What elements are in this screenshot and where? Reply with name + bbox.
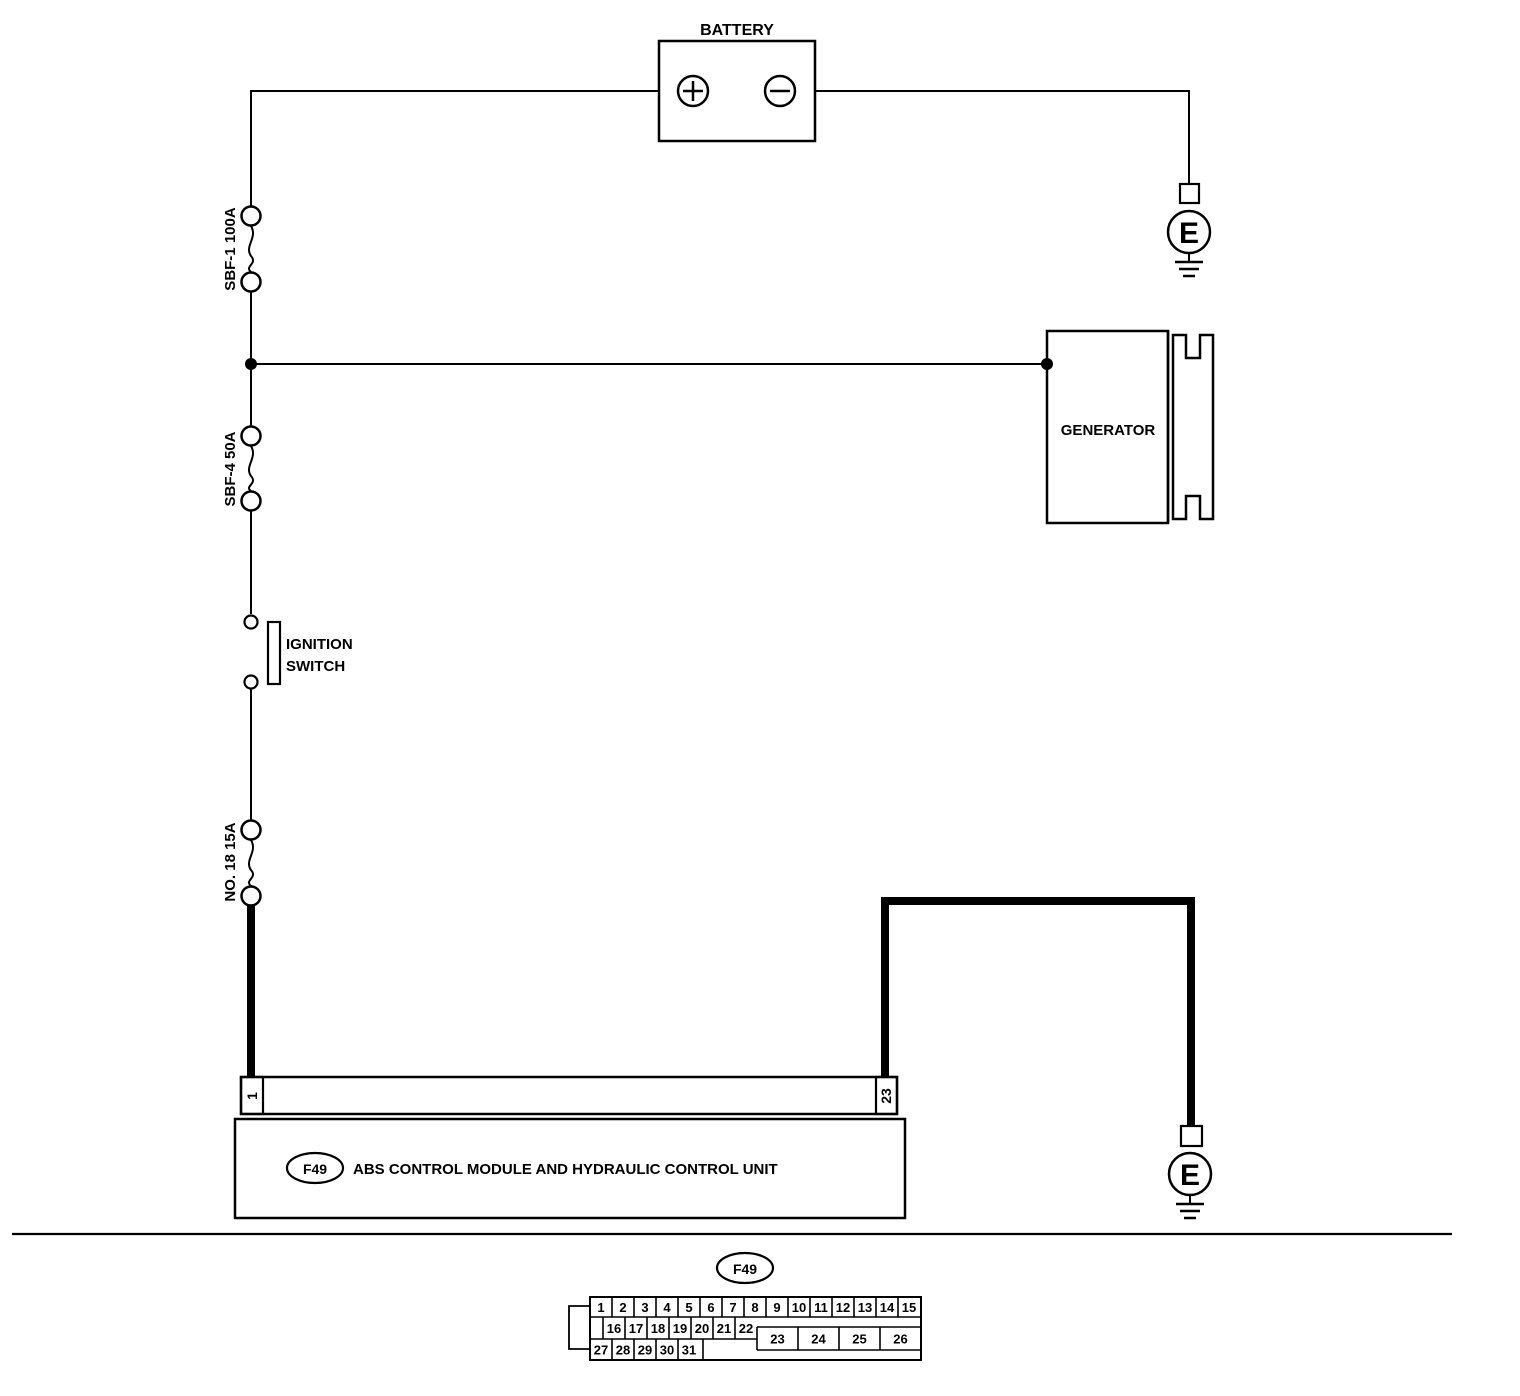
abs-control-module: 1 23 F49 ABS CONTROL MODULE AND HYDRAULI… xyxy=(233,1075,907,1220)
module-pin-1: 1 xyxy=(244,1092,260,1100)
highlighted-wires xyxy=(247,897,1195,1126)
connector-pin-17: 17 xyxy=(629,1321,643,1336)
connector-pin-5: 5 xyxy=(685,1300,692,1315)
ignition-switch-label-line1: IGNITION xyxy=(286,636,353,653)
fuse-sbf-4: SBF-4 50A xyxy=(222,425,262,512)
connector-pin-26: 26 xyxy=(893,1332,907,1347)
fuse-element-icon xyxy=(248,445,254,492)
module-connector-badge xyxy=(285,1151,345,1185)
connector-pin-10: 10 xyxy=(792,1300,806,1315)
connector-pin-28: 28 xyxy=(616,1343,630,1358)
generator-pulley-icon xyxy=(1171,333,1215,521)
connector-pin-14: 14 xyxy=(880,1300,895,1315)
connector-pin-19: 19 xyxy=(673,1321,687,1336)
ground-icon-label: E xyxy=(1180,1159,1200,1192)
generator-label: GENERATOR xyxy=(1061,422,1156,439)
connector-pin-7: 7 xyxy=(729,1300,736,1315)
battery-label: BATTERY xyxy=(700,22,774,39)
ignition-switch-label-line2: SWITCH xyxy=(286,658,345,675)
connector-pin-31: 31 xyxy=(682,1343,696,1358)
ignition-switch: IGNITION SWITCH xyxy=(243,614,353,690)
battery: BATTERY xyxy=(657,22,817,143)
module-name: ABS CONTROL MODULE AND HYDRAULIC CONTROL… xyxy=(353,1161,778,1178)
connector-pin-23: 23 xyxy=(770,1332,784,1347)
connector-row-2: 16 17 18 19 20 21 22 xyxy=(602,1317,753,1339)
connector-pin-6: 6 xyxy=(707,1300,714,1315)
ground-top: E xyxy=(1166,182,1212,278)
generator: GENERATOR xyxy=(1045,329,1215,525)
fuse-no-18: NO. 18 15A xyxy=(222,819,262,907)
connector-pin-25: 25 xyxy=(852,1332,866,1347)
connector-pin-18: 18 xyxy=(651,1321,665,1336)
connector-pin-9: 9 xyxy=(773,1300,780,1315)
connector-latch-icon xyxy=(568,1305,590,1350)
fuse-label: SBF-4 50A xyxy=(222,431,239,506)
ignition-switch-lever-icon xyxy=(266,620,282,686)
ground-bottom: E xyxy=(1167,1124,1213,1220)
connector-pin-2: 2 xyxy=(619,1300,626,1315)
module-pin-23: 23 xyxy=(878,1088,894,1104)
fuse-element-icon xyxy=(248,225,254,273)
connector-pin-29: 29 xyxy=(638,1343,652,1358)
connector-pin-30: 30 xyxy=(660,1343,674,1358)
connector-pin-8: 8 xyxy=(751,1300,758,1315)
battery-negative-terminal-icon xyxy=(763,74,797,108)
splice-dot xyxy=(245,358,257,370)
battery-positive-terminal-icon xyxy=(676,74,710,108)
connector-pin-22: 22 xyxy=(739,1321,753,1336)
connector-pin-15: 15 xyxy=(902,1300,916,1315)
connector-pin-24: 24 xyxy=(811,1332,826,1347)
fuse-label: SBF-1 100A xyxy=(222,207,239,291)
connector-pin-1: 1 xyxy=(597,1300,604,1315)
connector-pin-12: 12 xyxy=(836,1300,850,1315)
connector-pin-20: 20 xyxy=(695,1321,709,1336)
connector-pin-21: 21 xyxy=(717,1321,731,1336)
connector-pin-4: 4 xyxy=(663,1300,671,1315)
module-connector-id: F49 xyxy=(303,1161,327,1177)
fuse-sbf-1: SBF-1 100A xyxy=(222,205,262,293)
connector-pin-13: 13 xyxy=(858,1300,872,1315)
connector-face-badge xyxy=(715,1251,775,1285)
connector-row-large: 23 24 25 26 xyxy=(756,1326,921,1351)
fuse-label: NO. 18 15A xyxy=(222,822,239,901)
ground-icon-label: E xyxy=(1179,217,1199,250)
connector-pin-27: 27 xyxy=(594,1343,608,1358)
connector-pin-11: 11 xyxy=(814,1300,828,1315)
connector-pin-16: 16 xyxy=(607,1321,621,1336)
connector-pin-3: 3 xyxy=(641,1300,648,1315)
thin-wires xyxy=(250,90,1190,821)
fuse-element-icon xyxy=(248,839,254,887)
connector-row-3: 27 28 29 30 31 xyxy=(594,1339,696,1360)
connector-face-id: F49 xyxy=(733,1261,757,1277)
